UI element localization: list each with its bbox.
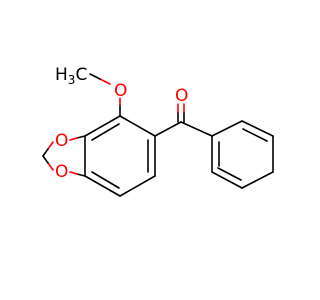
- bond-c4-c5: [84, 175, 121, 197]
- bond-ph-2: [241, 120, 274, 137]
- bond-lower-o-ch2-red: [47, 162, 54, 171]
- bond-lower-o-ch2-black: [42, 155, 49, 164]
- bond-ph-1: [211, 120, 243, 137]
- bond-c4-c5-inner: [91, 171, 120, 189]
- oxygen-bonds: [42, 73, 185, 177]
- bond-methoxy-o-methyl-black: [89, 73, 101, 80]
- bond-ph-inner-b: [217, 167, 242, 181]
- bond-upper-o-ch2-black: [42, 148, 49, 157]
- dioxole-lower-oxygen-label: O: [55, 162, 68, 182]
- bond-ph-5: [211, 171, 243, 189]
- atom-labels: H3C O O O O: [55, 65, 188, 182]
- ketone-oxygen-label: O: [175, 86, 188, 106]
- bond-ring-carbonyl: [154, 121, 182, 137]
- bond-ring-lower-o-black: [76, 173, 86, 177]
- bond-ph-inner-a: [242, 128, 268, 142]
- bond-methoxy-o-methyl-red: [99, 78, 111, 85]
- bond-carbonyl-phenyl: [180, 121, 213, 137]
- molecule-structure: H3C O O O O: [42, 65, 274, 197]
- carbon-bonds: [84, 115, 274, 197]
- bond-c3-c4: [119, 175, 156, 197]
- bond-ring-upper-o-black: [76, 135, 86, 139]
- bond-ring-upper-o-red: [69, 137, 78, 141]
- bond-c6-c1: [84, 115, 121, 137]
- methoxy-oxygen-label: O: [114, 81, 127, 101]
- dioxole-upper-oxygen-label: O: [55, 131, 68, 151]
- bond-upper-o-ch2-red: [47, 141, 54, 150]
- bond-ring-lower-o-red: [69, 171, 78, 175]
- bond-c1-c2: [119, 115, 156, 137]
- bond-ph-4: [241, 171, 274, 189]
- methyl-label: H3C: [55, 65, 87, 87]
- bond-c6-c1-inner: [91, 123, 120, 141]
